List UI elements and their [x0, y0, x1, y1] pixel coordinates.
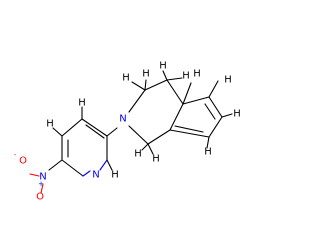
atom-h: H	[152, 154, 160, 165]
bond	[48, 159, 63, 171]
bond	[85, 124, 105, 139]
molecule-canvas: N N N + O - O H H H H H H H H H H H H H	[13, 60, 241, 203]
bond	[144, 79, 147, 91]
atom-h: H	[233, 109, 241, 120]
atom-h: H	[142, 69, 150, 80]
bond	[166, 79, 184, 105]
bond	[208, 96, 223, 118]
bond	[144, 79, 168, 91]
bond	[208, 116, 223, 138]
atom-h: H	[134, 149, 142, 160]
bond	[61, 118, 83, 137]
bond	[204, 103, 216, 120]
bond	[61, 159, 84, 177]
bond	[169, 129, 210, 138]
bond	[206, 136, 210, 149]
bond	[169, 103, 184, 131]
bond	[166, 77, 183, 81]
bond	[162, 70, 168, 81]
atom-h: H	[224, 75, 232, 86]
bond	[208, 80, 219, 98]
bond	[221, 113, 233, 118]
atom-n-tetrahydroisoquinoline: N	[119, 114, 126, 125]
atom-o-nitro-bottom: O	[36, 192, 44, 203]
bond	[40, 183, 44, 194]
bond	[81, 118, 108, 137]
atom-n-pyridine: N	[92, 170, 99, 181]
bond	[82, 170, 91, 177]
charge-plus: +	[38, 180, 44, 188]
bond	[182, 82, 192, 105]
charge-minus: -	[14, 151, 17, 159]
bond	[29, 173, 40, 177]
atom-h: H	[182, 71, 190, 82]
atom-h: H	[46, 119, 54, 130]
bond	[99, 159, 108, 171]
bond	[174, 125, 204, 133]
atom-h: H	[122, 73, 130, 84]
bond	[106, 127, 118, 137]
atom-h: H	[159, 61, 167, 72]
molecule-structure: N N N + O - O H H H H H H H H H H H H H	[14, 61, 241, 203]
atom-h: H	[193, 69, 201, 80]
bond-layer	[29, 70, 233, 194]
bond	[52, 127, 63, 137]
atom-h: H	[78, 98, 86, 109]
atom-o-nitro-top: O	[19, 156, 27, 167]
atom-h: H	[111, 170, 119, 181]
atom-n-nitro: N	[39, 172, 46, 183]
bond	[128, 125, 149, 145]
bond	[147, 143, 154, 155]
bond	[182, 96, 210, 105]
bond	[106, 159, 113, 171]
bond	[128, 89, 146, 113]
bond	[131, 81, 146, 91]
atom-layer: N N N + O - O H H H H H H H H H H H H H	[14, 61, 241, 203]
bond	[141, 143, 149, 151]
atom-h: H	[204, 147, 212, 158]
bond	[147, 129, 171, 145]
